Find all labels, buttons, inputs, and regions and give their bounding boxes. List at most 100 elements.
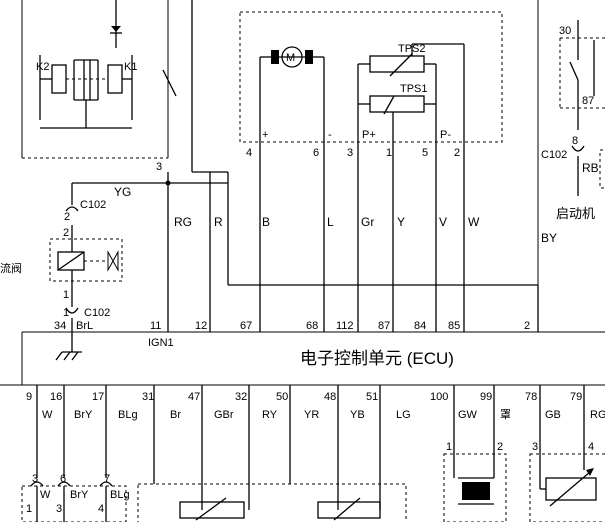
relay-block: K2 K1 3 — [21, 0, 193, 173]
starter-connector-icon — [571, 145, 585, 152]
valve-pin-2b: 2 — [63, 227, 69, 239]
ecu-pin-48: 48 — [324, 391, 336, 403]
motor-icon — [281, 46, 303, 68]
bottom-conn-wire-w: W — [40, 489, 51, 501]
bottom-connector-housing — [21, 485, 127, 522]
valve-pin-1a: 1 — [63, 289, 69, 301]
ecu-wire-gb: GB — [545, 409, 561, 421]
ecu-wire-br: Br — [170, 409, 181, 421]
ecu-title: 电子控制单元 (ECU) — [300, 349, 454, 368]
ecu-wire-brl: BrL — [76, 320, 93, 332]
bottom-conn-pin-7: 7 — [104, 473, 110, 485]
valve-icon — [107, 250, 119, 272]
throttle-sign-pplus: P+ — [362, 129, 376, 141]
throttle-pin-6: 6 — [313, 147, 319, 159]
tps1-wiper — [383, 95, 395, 115]
ecu-pin-85: 85 — [448, 320, 460, 332]
knock-sensor-icon — [462, 482, 490, 500]
ecu-pin-99: 99 — [480, 391, 492, 403]
ecu-wire-gbr: GBr — [214, 409, 234, 421]
bottom-conn-wire-blg: BLg — [110, 489, 130, 501]
connector-c102-label-bottom: C102 — [84, 307, 110, 319]
knock-pin-2: 2 — [497, 441, 503, 453]
ecu-pin-87: 87 — [378, 320, 390, 332]
ecu-pin-9: 9 — [26, 391, 32, 403]
ecu-wire-blg: BLg — [118, 409, 138, 421]
ecu-pin-50: 50 — [276, 391, 288, 403]
ground-hatch-2 — [63, 351, 71, 361]
wire-label-v: V — [439, 215, 447, 229]
ecu-pin-31: 31 — [142, 391, 154, 403]
wire-label-b: B — [262, 215, 270, 229]
bottom-conn-icon-3 — [99, 481, 113, 487]
temp-sensor-arrow-icon — [586, 468, 594, 476]
ecu-pin-100: 100 — [430, 391, 448, 403]
bottom-connector: 3 6 7 W BrY BLg 1 3 4 — [21, 473, 130, 522]
ecu-wire-shield: 罩 — [500, 408, 511, 421]
wire-label-rg: RG — [174, 215, 192, 229]
ecu-pin-84: 84 — [414, 320, 426, 332]
valve-block: YG 2 C102 2 流阀 1 1 C102 — [0, 183, 131, 332]
starter-wire-rb: RB — [582, 161, 599, 175]
ecu-pin-12: 12 — [195, 320, 207, 332]
valve-housing — [49, 238, 123, 282]
relay-coil-k1-icon — [107, 64, 123, 94]
ecu-wire-gw: GW — [458, 409, 478, 421]
ecu-wire-bry: BrY — [74, 409, 93, 421]
relay-k2-label: K2 — [36, 61, 49, 73]
starter-pin-8: 8 — [572, 135, 578, 147]
ground-hatch-3 — [71, 351, 79, 361]
bottom-conn-pin-4: 4 — [98, 503, 104, 515]
wire-yg-label: YG — [114, 185, 131, 199]
ecu-pin-47: 47 — [188, 391, 200, 403]
knock-pin-1: 1 — [446, 441, 452, 453]
temp-sensor-slash — [549, 471, 591, 507]
throttle-pin-5: 5 — [422, 147, 428, 159]
ecu-pin-68: 68 — [306, 320, 318, 332]
pedal-sensor-2-wiper — [333, 497, 361, 521]
ecu-pin-51: 51 — [366, 391, 378, 403]
bottom-conn-icon-1 — [30, 481, 44, 487]
ecu-pin-11: 11 — [150, 320, 161, 332]
valve-coil-slash — [57, 251, 85, 271]
connector-c102-label-top: C102 — [80, 199, 106, 211]
starter-pin-30: 30 — [559, 25, 571, 37]
starter-block: 30 87 8 C102 RB 启动机 BY — [537, 0, 605, 285]
diode-icon — [111, 26, 121, 32]
ecu-pin-32: 32 — [235, 391, 247, 403]
throttle-sign-plus: + — [262, 129, 268, 141]
throttle-housing — [239, 11, 503, 143]
starter-wire-by: BY — [541, 231, 557, 245]
ecu-box: 电子控制单元 (ECU) IGN1 34 BrL 11 12 67 68 112… — [0, 320, 605, 386]
valve-pin-2a: 2 — [64, 211, 70, 223]
throttle-pin-4: 4 — [246, 147, 252, 159]
tps1-resistor-icon — [369, 95, 425, 113]
pedal-sensor-housing — [137, 483, 407, 522]
throttle-sign-pminus: P- — [440, 129, 451, 141]
relay-pin-3: 3 — [156, 161, 162, 173]
motor-brush-right — [305, 50, 313, 64]
starter-body-edge — [599, 149, 605, 189]
bottom-conn-pin-6: 6 — [60, 473, 66, 485]
ecu-pin-34: 34 — [54, 320, 66, 332]
bottom-sensors: 1 2 3 4 — [137, 441, 605, 522]
connector-c102-top-icon — [65, 206, 79, 212]
relay-k1-label: K1 — [124, 61, 137, 73]
relay-coil-k2-icon — [51, 64, 67, 94]
ecu-wire-yb: YB — [350, 409, 365, 421]
wire-label-w: W — [468, 215, 480, 229]
ecu-wire-w-9: W — [42, 409, 53, 421]
switch-contact — [162, 69, 177, 97]
starter-pin-87: 87 — [582, 95, 594, 107]
throttle-body: M TPS2 TPS1 + - P+ P- 4 6 3 1 5 2 — [239, 11, 503, 159]
ecu-wire-yr: YR — [304, 409, 319, 421]
bottom-conn-icon-2 — [57, 481, 71, 487]
starter-switch-icon — [569, 61, 579, 81]
bottom-conn-wire-bry: BrY — [70, 489, 89, 501]
valve-label: 流阀 — [0, 261, 22, 275]
ecu-wire-ry: RY — [262, 409, 278, 421]
ecu-pin-79: 79 — [570, 391, 582, 403]
ecu-pin-2: 2 — [524, 320, 530, 332]
connector-c102-bottom-icon — [65, 307, 79, 314]
